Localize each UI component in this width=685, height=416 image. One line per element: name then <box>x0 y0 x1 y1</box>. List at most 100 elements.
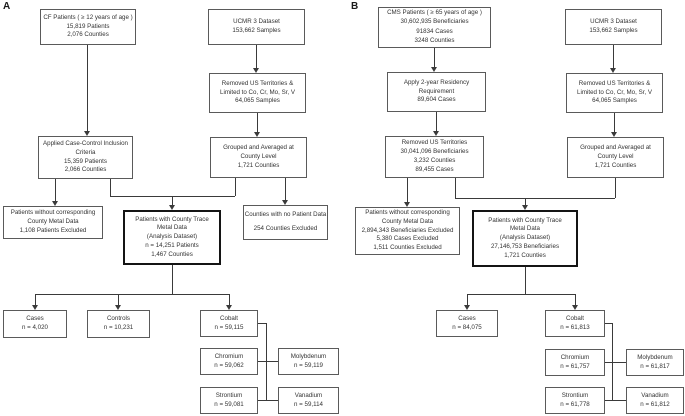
connector-line <box>467 294 468 305</box>
box-text-line: n = 84,075 <box>452 323 482 331</box>
box-text-line: n = 61,757 <box>560 362 590 370</box>
arrowhead-down-icon <box>404 202 410 207</box>
box-text-line: 3,232 Counties <box>413 157 456 164</box>
connector-line <box>35 294 36 305</box>
box-text-line: Cobalt <box>220 314 238 322</box>
box-text-line: Removed US Territories & <box>221 79 294 87</box>
box-text-line: 89,604 Cases <box>417 96 456 104</box>
connector-line <box>258 400 278 401</box>
connector-line <box>436 112 437 131</box>
box-text-line: Patients without corresponding <box>10 209 96 217</box>
box-text-line: n = 59,119 <box>294 361 323 369</box>
box-text-line: CMS Patients ( ≥ 65 years of age ) <box>387 9 482 16</box>
box-text-line: n = 61,778 <box>560 400 590 408</box>
connector-line <box>434 48 435 67</box>
box-text-line: Limited to Co, Cr, Mo, Sr, V <box>577 88 652 96</box>
box-text-line: Patients with County Trace <box>488 216 562 224</box>
box-text-line: County Metal Data <box>381 217 434 225</box>
box-text-line: 2,066 Counties <box>64 166 107 174</box>
box-text-line: 3248 Counties <box>414 37 455 45</box>
connector-line <box>614 113 615 132</box>
box-text-line: 30,602,935 Beneficiaries <box>400 17 469 25</box>
box-text-line: 15,359 Patients <box>63 157 107 165</box>
connector-line <box>575 294 576 305</box>
box-text-line: 1,721 Counties <box>504 251 546 259</box>
box-text-line: UCMR 3 Dataset <box>590 18 637 26</box>
box-text-line: Molybdenum <box>637 353 673 361</box>
box-text-line: 2,894,343 Beneficiaries Excluded <box>361 226 454 234</box>
arrowhead-down-icon <box>282 200 288 205</box>
box-text-line: Apply 2-year Residency <box>403 78 470 86</box>
connector-line <box>467 294 575 295</box>
box-text-line: 5,380 Cases Excluded <box>376 235 439 243</box>
arrowhead-down-icon <box>431 67 437 72</box>
box-text-line: 1,511 Counties Excluded <box>373 244 442 252</box>
connector-line <box>172 265 173 294</box>
connector-line <box>258 323 267 324</box>
connector-line <box>266 323 267 401</box>
box-text-line: Counties with no Patient Data <box>244 211 327 219</box>
connector-line <box>525 198 526 205</box>
connector-line <box>256 45 257 68</box>
box-text-line: Grouped and Averaged at <box>223 144 294 152</box>
panel-b-label: B <box>351 1 359 12</box>
box-text-line: Vanadium <box>641 391 669 399</box>
arrowhead-down-icon <box>572 305 578 310</box>
connector-line <box>285 178 286 200</box>
box-text-line: n = 59,081 <box>214 400 244 408</box>
connector-line <box>35 294 229 295</box>
arrowhead-down-icon <box>84 131 90 136</box>
connector-line <box>257 113 258 132</box>
connector-line <box>55 179 56 201</box>
box-text-line: 254 Counties Excluded <box>253 225 318 232</box>
connector-line <box>172 196 173 205</box>
box-text-line: County Level <box>240 153 277 161</box>
box-excluded-counties-a: Counties with no Patient Data 254 Countie… <box>243 205 328 240</box>
box-text-line: n = 10,231 <box>103 324 134 331</box>
box-text-line: Criteria <box>75 148 96 156</box>
arrowhead-down-icon <box>611 132 617 137</box>
box-text-line: n = 4,020 <box>22 324 48 331</box>
box-text-line: 1,721 Counties <box>237 161 280 169</box>
connector-line <box>605 362 626 363</box>
box-text-line: n = 59,062 <box>214 361 244 369</box>
box-text-line: Vanadium <box>294 391 323 399</box>
box-text-line: County Metal Data <box>27 218 79 226</box>
box-text-line: Metal Data <box>157 224 187 232</box>
box-text-line: Cobalt <box>566 314 584 322</box>
box-cms-patients: CMS Patients ( ≥ 65 years of age )30,602… <box>378 7 491 48</box>
box-text-line: Strontium <box>561 391 589 399</box>
box-text-line: Grouped and Averaged at <box>580 144 651 152</box>
box-text-line: Metal Data <box>510 225 540 233</box>
box-text-line: n = 61,813 <box>560 323 590 331</box>
box-text-line: Removed US Territories & <box>578 79 651 87</box>
box-removed-territories-a: Removed US Territories &Limited to Co, C… <box>209 73 306 113</box>
box-text-line: County Level <box>597 153 634 161</box>
connector-line <box>110 179 111 196</box>
box-text-line: CF Patients ( ≥ 12 years of age ) <box>43 13 133 21</box>
connector-line <box>87 45 88 131</box>
box-text-line: Cases <box>458 314 476 322</box>
connector-line <box>407 178 408 202</box>
arrowhead-down-icon <box>32 305 38 310</box>
arrowhead-down-icon <box>115 305 121 310</box>
box-text-line: Patients without corresponding <box>365 209 450 216</box>
arrowhead-down-icon <box>610 68 616 73</box>
box-text-line: n = 14,251 Patients <box>145 241 199 249</box>
box-text-line: 2,076 Counties <box>67 31 109 39</box>
connector-line <box>455 198 615 199</box>
box-text-line: Removed US Territories <box>401 139 468 147</box>
box-text-line: n = 59,114 <box>294 400 323 408</box>
box-text-line: Chromium <box>214 352 244 360</box>
